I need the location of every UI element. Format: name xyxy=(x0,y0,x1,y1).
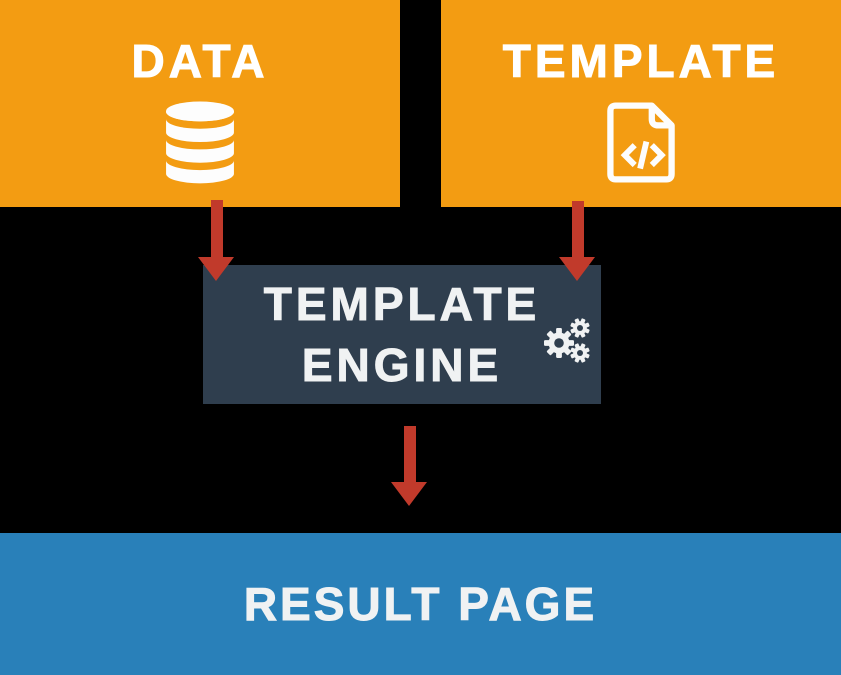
arrow-shaft xyxy=(571,201,584,258)
node-template-engine: TEMPLATE ENGINE xyxy=(203,265,601,404)
database-icon xyxy=(166,101,234,184)
arrow-head xyxy=(559,257,595,281)
result-page-label: RESULT PAGE xyxy=(243,578,598,630)
template-engine-label-line2: ENGINE xyxy=(301,339,503,392)
gears-icon xyxy=(544,318,590,363)
arrow-engine-to-result xyxy=(391,426,428,506)
node-data: DATA xyxy=(0,0,400,207)
template-engine-label-line1: TEMPLATE xyxy=(263,278,541,331)
template-label: TEMPLATE xyxy=(502,35,780,87)
arrow-data-to-engine xyxy=(198,200,235,281)
data-label: DATA xyxy=(131,35,269,87)
arrow-shaft xyxy=(210,200,223,258)
arrow-shaft xyxy=(403,426,416,483)
arrow-template-to-engine xyxy=(559,201,596,281)
arrow-head xyxy=(391,482,427,506)
template-engine-label: TEMPLATE ENGINE xyxy=(203,274,601,396)
node-template: TEMPLATE xyxy=(441,0,841,207)
arrow-head xyxy=(198,257,234,281)
code-file-icon xyxy=(607,102,675,183)
node-result-page: RESULT PAGE xyxy=(0,533,841,675)
